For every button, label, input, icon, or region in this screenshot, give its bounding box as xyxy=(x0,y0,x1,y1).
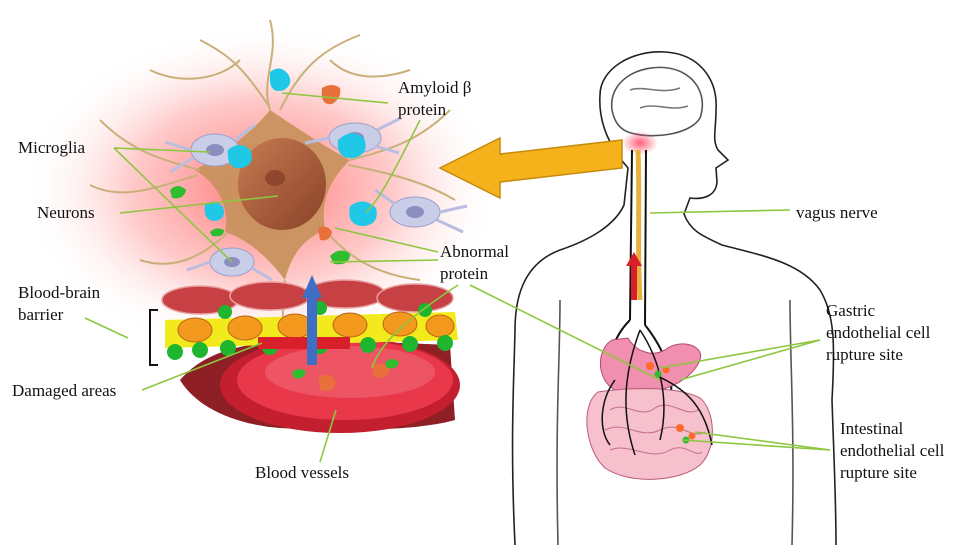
leader-vagus xyxy=(650,210,790,213)
label-intestinal-line3: rupture site xyxy=(840,462,944,484)
label-gastric-line2: endothelial cell xyxy=(826,322,930,344)
label-neurons: Neurons xyxy=(37,202,95,224)
damaged-area-marker xyxy=(258,337,350,349)
label-abnormal-protein: Abnormal protein xyxy=(440,241,509,285)
label-gastric-line1: Gastric xyxy=(826,300,930,322)
brain-outline xyxy=(612,67,703,135)
leader-intestinal xyxy=(695,432,830,450)
blood-vessel-scene xyxy=(150,275,460,433)
label-bbb-line2: barrier xyxy=(18,304,100,326)
label-gastric-line3: rupture site xyxy=(826,344,930,366)
label-amyloid-beta: Amyloid β protein xyxy=(398,77,471,121)
label-vagus-nerve: vagus nerve xyxy=(796,202,878,224)
label-amyloid-line2: protein xyxy=(398,99,471,121)
label-amyloid-line1: Amyloid β xyxy=(398,77,471,99)
label-intestinal-line1: Intestinal xyxy=(840,418,944,440)
label-damaged-areas: Damaged areas xyxy=(12,380,116,402)
neuron-nucleus xyxy=(265,170,285,186)
label-abnormal-line1: Abnormal xyxy=(440,241,509,263)
label-abnormal-line2: protein xyxy=(440,263,509,285)
label-microglia: Microglia xyxy=(18,137,85,159)
label-intestinal-line2: endothelial cell xyxy=(840,440,944,462)
label-intestinal-rupture: Intestinal endothelial cell rupture site xyxy=(840,418,944,484)
label-blood-brain-barrier: Blood-brain barrier xyxy=(18,282,100,326)
label-gastric-rupture: Gastric endothelial cell rupture site xyxy=(826,300,930,366)
label-bbb-line1: Blood-brain xyxy=(18,282,100,304)
neuron-soma xyxy=(238,138,326,230)
label-blood-vessels: Blood vessels xyxy=(255,462,349,484)
leader-gastric xyxy=(680,340,820,380)
